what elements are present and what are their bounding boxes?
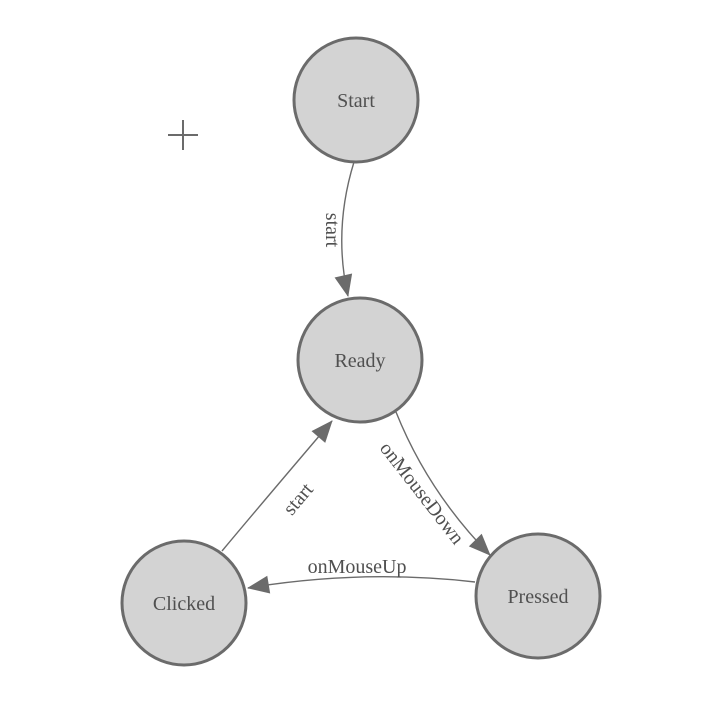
edge-ready-to-pressed[interactable]: onMouseDown [375,411,491,556]
node-clicked-circle[interactable] [120,539,248,667]
node-ready[interactable]: Ready [296,296,424,424]
edge-label-start-2: start [279,479,318,520]
node-start[interactable]: Start [292,36,420,164]
edge-clicked-to-ready[interactable]: start [221,420,333,552]
edge-line-pressed-to-clicked[interactable] [247,575,476,594]
edge-line-clicked-to-ready[interactable] [221,420,333,552]
edge-pressed-to-clicked[interactable]: onMouseUp [247,556,476,594]
edge-label-onmousedown: onMouseDown [375,438,468,549]
node-start-circle[interactable] [292,36,420,164]
node-ready-circle[interactable] [296,296,424,424]
edge-label-onmouseup: onMouseUp [308,556,407,578]
node-ready-label: Ready [334,350,385,372]
plus-icon[interactable] [168,120,198,150]
node-pressed[interactable]: Pressed [474,532,602,660]
node-pressed-label: Pressed [507,586,568,608]
edge-label-start: start [321,213,343,248]
edge-line-ready-to-pressed[interactable] [395,411,491,556]
node-start-label: Start [337,90,375,112]
edge-start-to-ready[interactable]: start [321,161,355,297]
node-clicked[interactable]: Clicked [120,539,248,667]
node-pressed-circle[interactable] [474,532,602,660]
edge-line-start-to-ready[interactable] [334,161,355,297]
node-clicked-label: Clicked [153,593,215,615]
